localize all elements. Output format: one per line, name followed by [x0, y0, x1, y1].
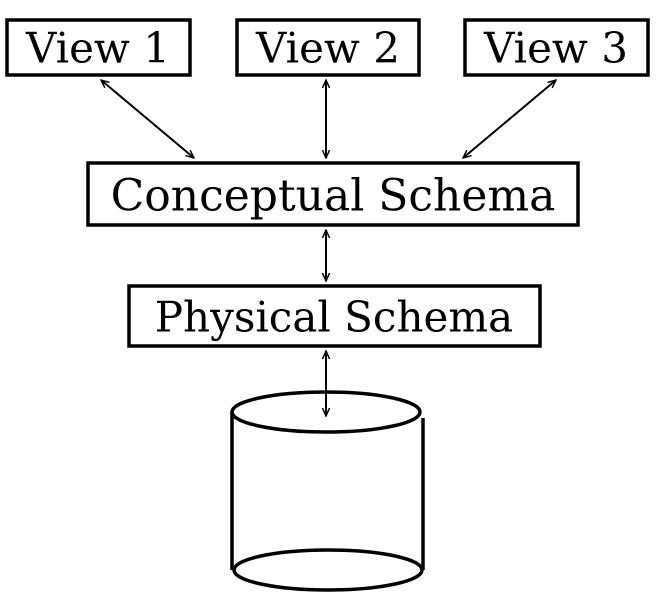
view-1-label: View 1: [25, 24, 170, 73]
view-2-box: [235, 18, 421, 77]
view-3-node: View 3: [463, 18, 650, 77]
arrow-view3-conceptual: [463, 80, 556, 158]
arrow-view1-conceptual: [101, 80, 194, 158]
view-2-node: View 2: [235, 18, 421, 77]
view-1-node: View 1: [5, 18, 192, 77]
cylinder-icon: [230, 390, 425, 592]
cylinder-bottom: [232, 548, 424, 592]
view-1-box: [5, 18, 192, 77]
conceptual-schema-label: Conceptual Schema: [111, 171, 556, 222]
physical-schema-node: Physical Schema: [127, 284, 542, 348]
conceptual-schema-box: [86, 161, 580, 227]
view-2-label: View 2: [255, 24, 400, 73]
view-3-box: [463, 18, 650, 77]
conceptual-schema-node: Conceptual Schema: [86, 161, 580, 227]
view-3-label: View 3: [483, 24, 628, 73]
physical-schema-label: Physical Schema: [155, 293, 513, 342]
physical-schema-box: [127, 284, 542, 348]
